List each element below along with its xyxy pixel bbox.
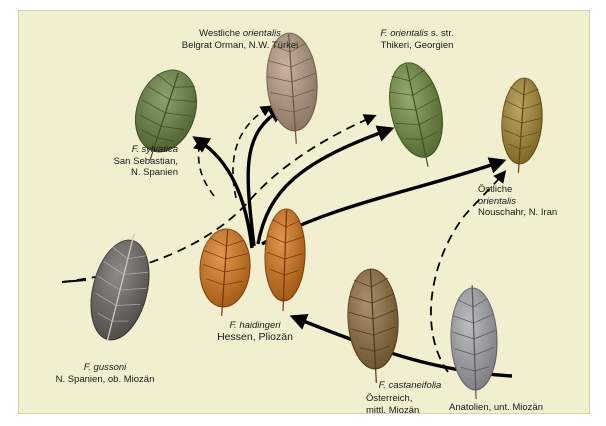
label-sylvatica: F. sylvatica San Sebastian, N. Spanien xyxy=(68,144,178,179)
leaf-gussoni xyxy=(81,227,160,347)
label-west-orientalis: Westliche orientalis Belgrat Orman, N.W.… xyxy=(140,28,340,51)
label-anatolia: Anatolien, unt. Miozän xyxy=(436,402,556,414)
label-gussoni: F. gussoni N. Spanien, ob. Miozän xyxy=(40,362,170,385)
leaf-orientalis-sstr xyxy=(382,58,453,172)
label-castaneifolia-location: Österreich, mittl. Miozän xyxy=(366,393,436,416)
leaf-east-orientalis xyxy=(498,77,545,175)
label-haidingeri: F. haidingeri Hessen, Pliozän xyxy=(200,320,310,343)
leaf-haidingeri-left xyxy=(197,227,253,317)
label-east-orientalis: Östliche orientalis Nouschahr, N. Iran xyxy=(478,184,588,219)
solid-stub-left xyxy=(62,280,86,282)
leaf-haidingeri-right xyxy=(263,208,307,311)
label-orientalis-sstr: F. orientalis s. str. Thikeri, Georgien xyxy=(352,28,482,51)
leaf-castaneifolia xyxy=(345,268,401,384)
label-castaneifolia: F. castaneifolia xyxy=(360,380,460,392)
